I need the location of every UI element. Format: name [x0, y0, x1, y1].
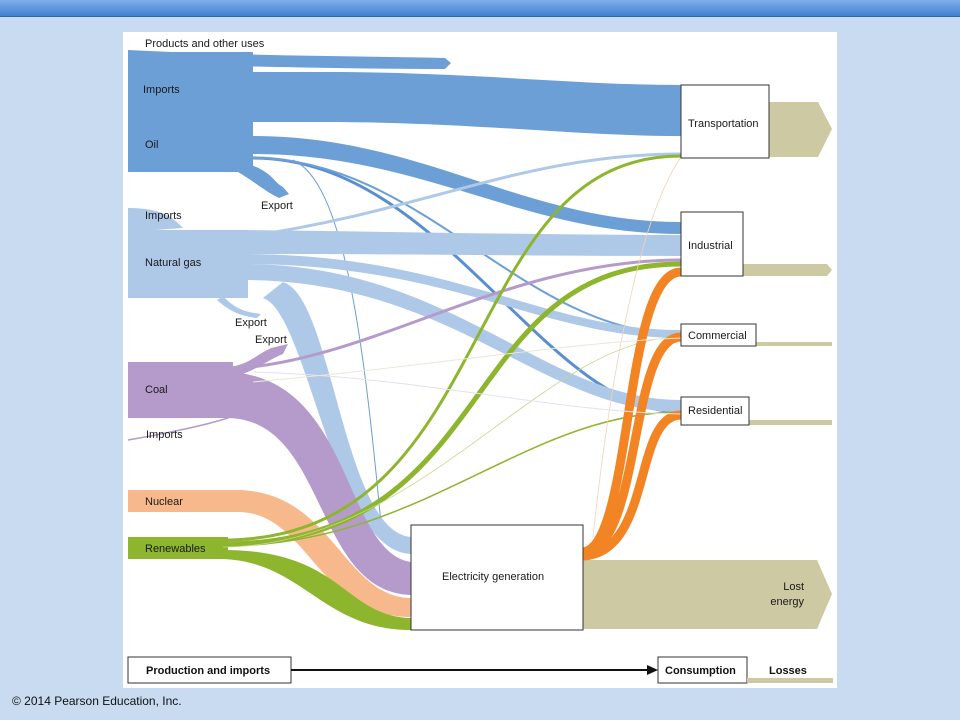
industrial-label: Industrial: [688, 240, 733, 252]
copyright-footer: © 2014 Pearson Education, Inc.: [12, 694, 182, 708]
gas-to-industrial-flow: [243, 230, 681, 256]
commercial-loss-bar: [755, 342, 832, 346]
commercial-label: Commercial: [688, 330, 747, 342]
transportation-loss-arrow: [767, 102, 832, 157]
gas-export-label: Export: [235, 317, 267, 329]
slide-top-bar: [0, 0, 960, 17]
commercial-box: [680, 323, 757, 347]
electricity-to-transport-line: [592, 156, 682, 538]
natural-gas-label: Natural gas: [145, 257, 202, 269]
electricity-to-residential-flow: [582, 410, 682, 561]
renewables-to-residential-line: [222, 411, 682, 547]
natural-gas-block: [128, 230, 248, 298]
coal-to-electricity-flow: [228, 372, 411, 595]
coal-label: Coal: [145, 384, 168, 396]
coal-export-label: Export: [255, 334, 287, 346]
oil-imports-to-transport-flow: [128, 72, 681, 136]
gas-to-commercial-flow: [243, 254, 681, 338]
lost-energy-label-line1: Lost: [783, 581, 804, 593]
transportation-label: Transportation: [688, 118, 759, 130]
faint-flow-line-2: [252, 337, 682, 383]
nuclear-label: Nuclear: [145, 496, 183, 508]
products-other-uses-label: Products and other uses: [145, 38, 265, 50]
renewables-block: [128, 537, 228, 559]
oil-export-flow: [238, 164, 289, 198]
electricity-loss-arrow: [581, 560, 832, 629]
gas-to-electricity-flow: [263, 282, 411, 554]
oil-export-label: Export: [261, 200, 293, 212]
electricity-to-commercial-flow: [581, 332, 682, 559]
oil-block: [128, 122, 253, 172]
electricity-generation-label: Electricity generation: [442, 571, 544, 583]
residential-loss-bar: [747, 420, 832, 425]
gas-export-flow: [217, 296, 261, 318]
nuclear-block: [128, 490, 243, 512]
energy-flow-diagram: Products and other uses Imports Oil Expo…: [123, 32, 837, 688]
legend-arrow-head: [647, 665, 658, 675]
renewables-label: Renewables: [145, 543, 206, 555]
legend-production-box: [127, 656, 292, 684]
transportation-box: [680, 84, 770, 159]
renewables-to-transport-line: [222, 154, 682, 542]
industrial-loss-arrow: [741, 264, 832, 276]
legend-losses-label: Losses: [769, 665, 807, 677]
industrial-box: [680, 211, 744, 277]
gas-imports-flow: [128, 208, 183, 232]
gas-to-residential-flow: [243, 264, 681, 412]
coal-imports-label: Imports: [146, 429, 183, 441]
electricity-to-industrial-flow: [581, 267, 682, 557]
gas-to-transport-line: [242, 152, 682, 239]
renewables-to-electricity-flow: [223, 550, 411, 630]
residential-label: Residential: [688, 405, 742, 417]
oil-to-industrial-flow: [253, 136, 681, 234]
legend-consumption-label: Consumption: [665, 665, 736, 677]
electricity-generation-box: [410, 524, 584, 631]
residential-box: [680, 396, 750, 426]
lost-energy-label-line2: energy: [770, 596, 804, 608]
nuclear-to-electricity-flow: [238, 490, 411, 617]
legend-losses-bar: [747, 678, 833, 683]
legend-consumption-box: [657, 656, 748, 684]
renewables-to-commercial-line: [222, 336, 682, 548]
oil-imports-label: Imports: [143, 84, 180, 96]
oil-imports-block: [128, 52, 253, 124]
oil-label: Oil: [145, 139, 158, 151]
coal-block: [128, 362, 233, 418]
energy-flow-svg: Products and other uses Imports Oil Expo…: [127, 38, 833, 684]
coal-to-industrial-line: [227, 258, 682, 371]
gas-imports-label: Imports: [145, 210, 182, 222]
legend-production-label: Production and imports: [146, 665, 270, 677]
coal-imports-flow: [127, 415, 234, 441]
